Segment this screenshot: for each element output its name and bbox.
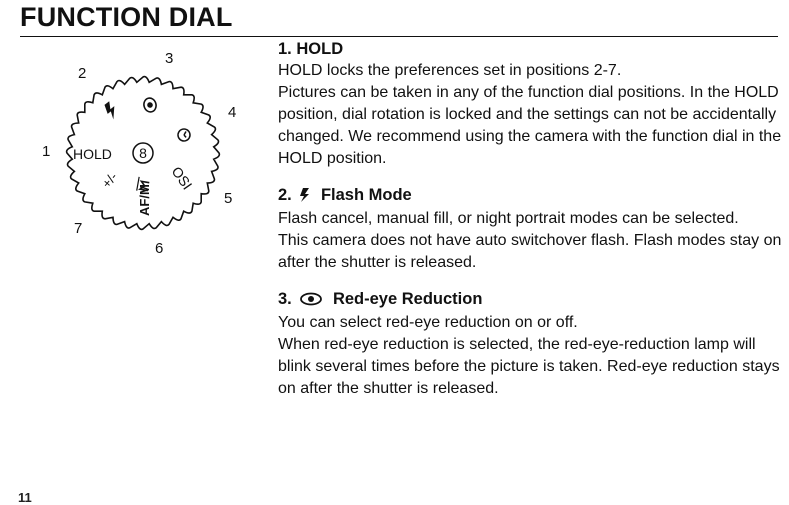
- section-red-eye: 3. Red-eye Reduction You can select red-…: [278, 288, 783, 400]
- dial-hold-label: HOLD: [73, 146, 112, 162]
- section-paragraph: HOLD locks the preferences set in positi…: [278, 62, 622, 79]
- dial-position-4: 4: [228, 104, 236, 121]
- flash-icon: [300, 186, 310, 208]
- section-paragraph: Flash cancel, manual fill, or night port…: [278, 210, 739, 227]
- section-paragraph: This camera does not have auto switchove…: [278, 232, 782, 271]
- red-eye-icon: [143, 97, 157, 113]
- dial-position-7: 7: [74, 220, 82, 237]
- red-eye-icon: [300, 290, 323, 312]
- section-number: 1.: [278, 40, 292, 58]
- section-heading: 3. Red-eye Reduction: [278, 288, 783, 312]
- flash-icon: [104, 101, 115, 120]
- dial-position-6: 6: [155, 240, 163, 257]
- dial-position-1: 1: [42, 143, 50, 160]
- section-title: Flash Mode: [320, 186, 412, 204]
- function-dial-svg: 1 2 3 4 5 6 7 HOLD 8 OSI AF/M: [42, 50, 236, 257]
- dial-position-5: 5: [224, 190, 232, 207]
- section-heading: 1. HOLD: [278, 38, 783, 60]
- page-number: 11: [18, 490, 32, 505]
- dial-self-timer-label: OSI: [169, 164, 196, 193]
- dial-ring: [65, 75, 221, 231]
- dial-ridge-outline: [65, 75, 221, 231]
- dial-center-circle: [132, 142, 154, 164]
- dial-center-number: 8: [139, 145, 147, 161]
- section-flash-mode: 2. Flash Mode Flash cancel, manual fill,…: [278, 184, 783, 274]
- section-hold: 1. HOLD HOLD locks the preferences set i…: [278, 38, 783, 170]
- function-dial-diagram: 1 2 3 4 5 6 7 HOLD 8 OSI AF/M: [28, 44, 258, 264]
- section-number: 2.: [278, 186, 292, 204]
- title-divider: [20, 36, 778, 37]
- section-title: HOLD: [296, 40, 344, 58]
- section-paragraph: Pictures can be taken in any of the func…: [278, 84, 782, 167]
- dial-position-3: 3: [165, 50, 173, 67]
- section-heading: 2. Flash Mode: [278, 184, 783, 208]
- section-paragraph: You can select red-eye reduction on or o…: [278, 314, 578, 331]
- dial-af-mf-label: AF/M: [137, 184, 152, 216]
- section-number: 3.: [278, 290, 292, 308]
- dial-position-2: 2: [78, 65, 86, 82]
- dial-exposure-comp-label: +/-: [99, 169, 120, 191]
- page-title: FUNCTION DIAL: [20, 2, 233, 32]
- section-title: Red-eye Reduction: [332, 290, 483, 308]
- mf-icon: [136, 176, 150, 192]
- self-timer-icon: [177, 128, 191, 142]
- section-paragraph: When red-eye reduction is selected, the …: [278, 336, 780, 397]
- instructions-column: 1. HOLD HOLD locks the preferences set i…: [278, 38, 783, 400]
